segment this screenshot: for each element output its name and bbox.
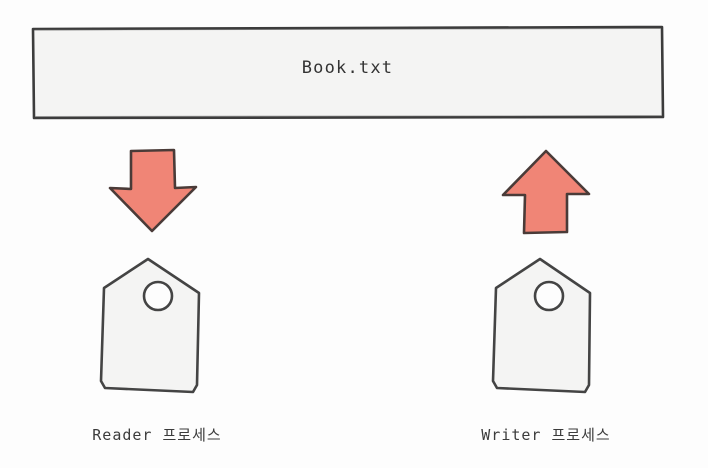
file-box-shape[interactable]: [31, 25, 665, 120]
file-box-sketch-edge-top: [34, 28, 661, 31]
reader-tag-outline: [99, 257, 201, 394]
arrow-up-outline: [501, 149, 591, 235]
writer-process-shape[interactable]: [491, 257, 592, 394]
arrow-up-icon[interactable]: [501, 149, 591, 235]
reader-process-shape[interactable]: [99, 257, 201, 394]
file-box-outline: [31, 25, 665, 120]
file-box-sketch-edge-bottom: [35, 115, 662, 117]
writer-tag-hole-icon: [533, 280, 565, 312]
arrow-down-outline: [108, 148, 198, 233]
arrow-down-icon[interactable]: [108, 148, 198, 233]
reader-tag-hole-icon: [142, 280, 174, 312]
writer-tag-outline: [491, 257, 592, 394]
